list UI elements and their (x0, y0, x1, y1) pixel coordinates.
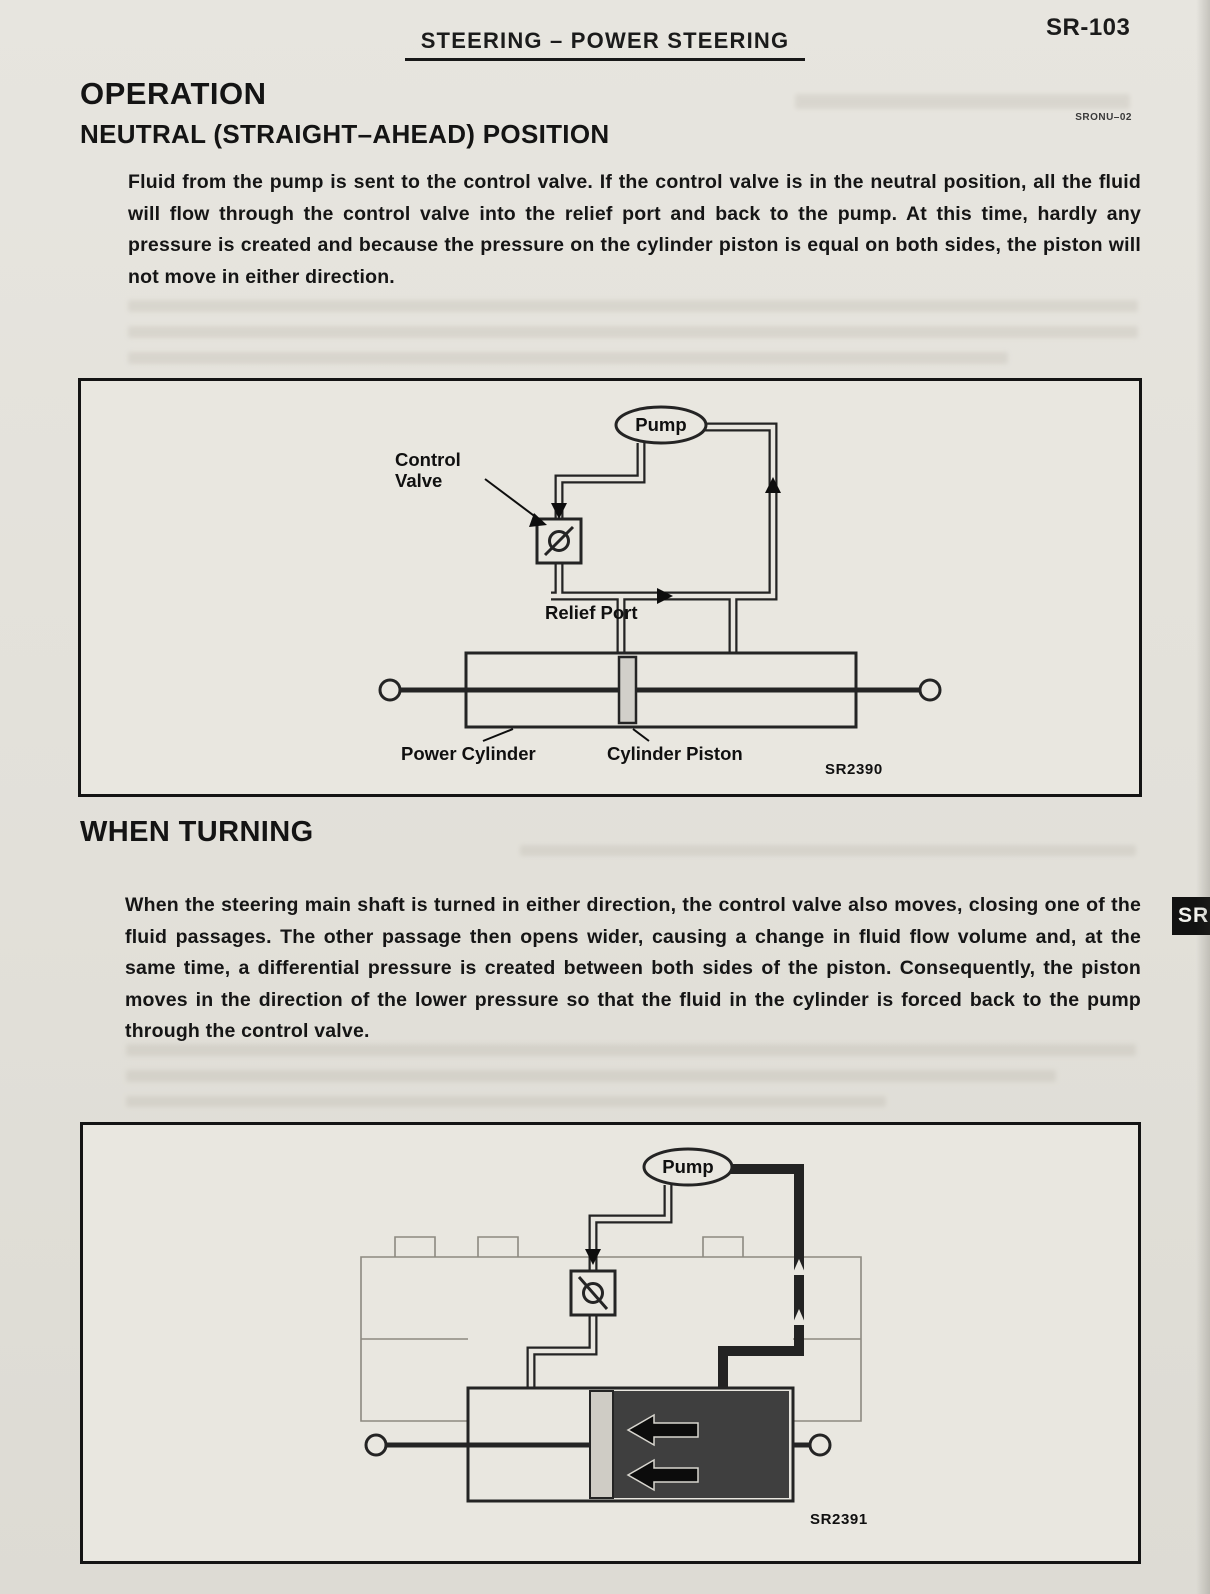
tie-rod-end (364, 1433, 388, 1457)
bleed-through-text (520, 845, 1136, 856)
when-turning-diagram (360, 1147, 862, 1503)
flow-arrow (657, 588, 673, 604)
power-cylinder-label: Power Cylinder (401, 743, 536, 764)
figure-code: SR2391 (810, 1511, 868, 1528)
page-number: SR-103 (1046, 14, 1131, 41)
neutral-position-diagram (378, 405, 942, 742)
pipe (554, 443, 646, 521)
pressurized-pipe (707, 1164, 804, 1391)
pipe (588, 1185, 673, 1271)
relief-port-label: Relief Port (545, 602, 638, 623)
neutral-position-heading: NEUTRAL (STRAIGHT–AHEAD) POSITION (80, 119, 610, 149)
piston-shape (617, 655, 638, 725)
figure-when-turning: Pump SR2391 (80, 1122, 1141, 1564)
tie-rod-end (378, 678, 402, 702)
when-turning-paragraph: When the steering main shaft is turned i… (125, 894, 1141, 1043)
bleed-through-text (795, 94, 1130, 109)
reference-code: SRONU–02 (1075, 112, 1132, 123)
pump-label: Pump (662, 1156, 714, 1177)
bleed-through-text (126, 1096, 886, 1107)
section-tab-label: SR (1178, 904, 1210, 927)
piston-motion-arrow (626, 1413, 699, 1447)
figure-neutral-position: Pump Control Valve Relief Port Power Cyl… (78, 378, 1142, 797)
figure-code: SR2390 (825, 761, 883, 778)
page-header: STEERING – POWER STEERING (0, 28, 1210, 61)
neutral-position-paragraph: Fluid from the pump is sent to the contr… (128, 171, 1141, 288)
pump-label: Pump (635, 414, 687, 435)
flow-arrow (792, 1309, 806, 1325)
flow-arrow (585, 1249, 601, 1265)
pump-shape (642, 1147, 734, 1187)
section-tab: SR (1172, 897, 1210, 935)
bleed-through-text (128, 352, 1008, 364)
bleed-through-text (126, 1070, 1056, 1082)
pump-shape (614, 405, 708, 445)
flow-arrow (765, 477, 781, 493)
gear-housing-outline (360, 1256, 862, 1422)
tie-rod-end (808, 1433, 832, 1457)
piston-shape (589, 1390, 614, 1499)
control-valve-label: Control Valve (395, 449, 461, 492)
flow-arrow (792, 1259, 806, 1275)
page-title: STEERING – POWER STEERING (404, 28, 806, 61)
piston-motion-arrow (626, 1458, 699, 1492)
tie-rod-end (918, 678, 942, 702)
when-turning-heading: WHEN TURNING (80, 816, 314, 848)
pipe (551, 422, 778, 601)
bleed-through-text (128, 300, 1138, 312)
flow-arrow (551, 503, 567, 519)
cylinder-piston-label: Cylinder Piston (607, 743, 743, 764)
bleed-through-text (128, 326, 1138, 338)
operation-heading: OPERATION (80, 76, 267, 111)
